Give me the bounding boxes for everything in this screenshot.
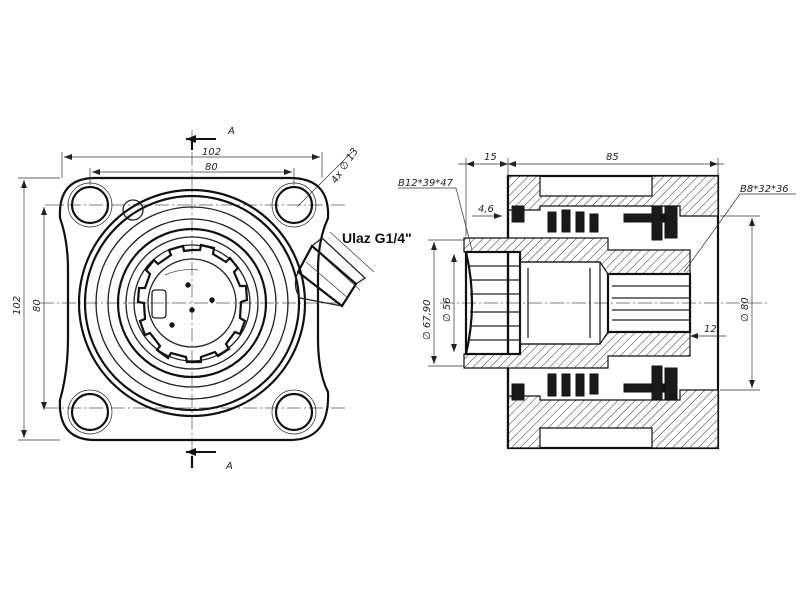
dim-outer-height: 102 — [12, 296, 23, 315]
shaft-top — [463, 237, 691, 275]
dim-hole-spacing: 80 — [205, 162, 218, 173]
spline-hub — [136, 243, 249, 364]
housing-top-wall — [507, 175, 719, 217]
pin-hole — [185, 282, 191, 288]
section-label-top: A — [227, 126, 235, 137]
dim-spline-left: B12*39*47 — [398, 178, 454, 189]
dim-holes-callout: 4x ∅ 13 — [329, 146, 361, 185]
section-label-bottom: A — [225, 461, 233, 472]
mounting-hole-bottom-left — [70, 392, 110, 432]
clutch-pack-top — [511, 205, 678, 241]
inlet-port — [294, 237, 367, 308]
housing-bottom-wall — [507, 389, 719, 449]
body-circle-outer — [77, 188, 307, 418]
front-view: A A 102 80 102 80 4x ∅ 13 Ulaz G1/4" — [12, 126, 412, 472]
small-boss — [122, 199, 144, 221]
section-view: 15 85 B12*39*47 B8*32*36 4,6 ∅ 67,90 ∅ 5… — [398, 152, 796, 450]
port-callout: Ulaz G1/4" — [342, 230, 412, 246]
mounting-hole-top-left — [70, 185, 110, 225]
flange-outline — [58, 176, 330, 442]
dim-diameter-inner: ∅ 56 — [442, 297, 453, 322]
dim-outer-width: 102 — [202, 147, 221, 158]
dim-body-length: 85 — [606, 152, 619, 163]
clutch-pack-bottom — [511, 365, 678, 401]
dim-shaft-end: 12 — [704, 324, 717, 335]
dim-hole-spacing-vertical: 80 — [32, 299, 43, 312]
mounting-hole-top-right — [274, 185, 314, 225]
spline-bore-right — [606, 272, 692, 334]
dim-spline-right: B8*32*36 — [740, 184, 789, 195]
dim-offset: 4,6 — [478, 204, 494, 215]
mounting-hole-bottom-right — [274, 392, 314, 432]
dim-flange-length: 15 — [484, 152, 497, 163]
dim-diameter-body: ∅ 80 — [740, 297, 751, 322]
shaft-bottom — [463, 331, 691, 369]
dim-diameter-outer: ∅ 67,90 — [422, 299, 433, 340]
